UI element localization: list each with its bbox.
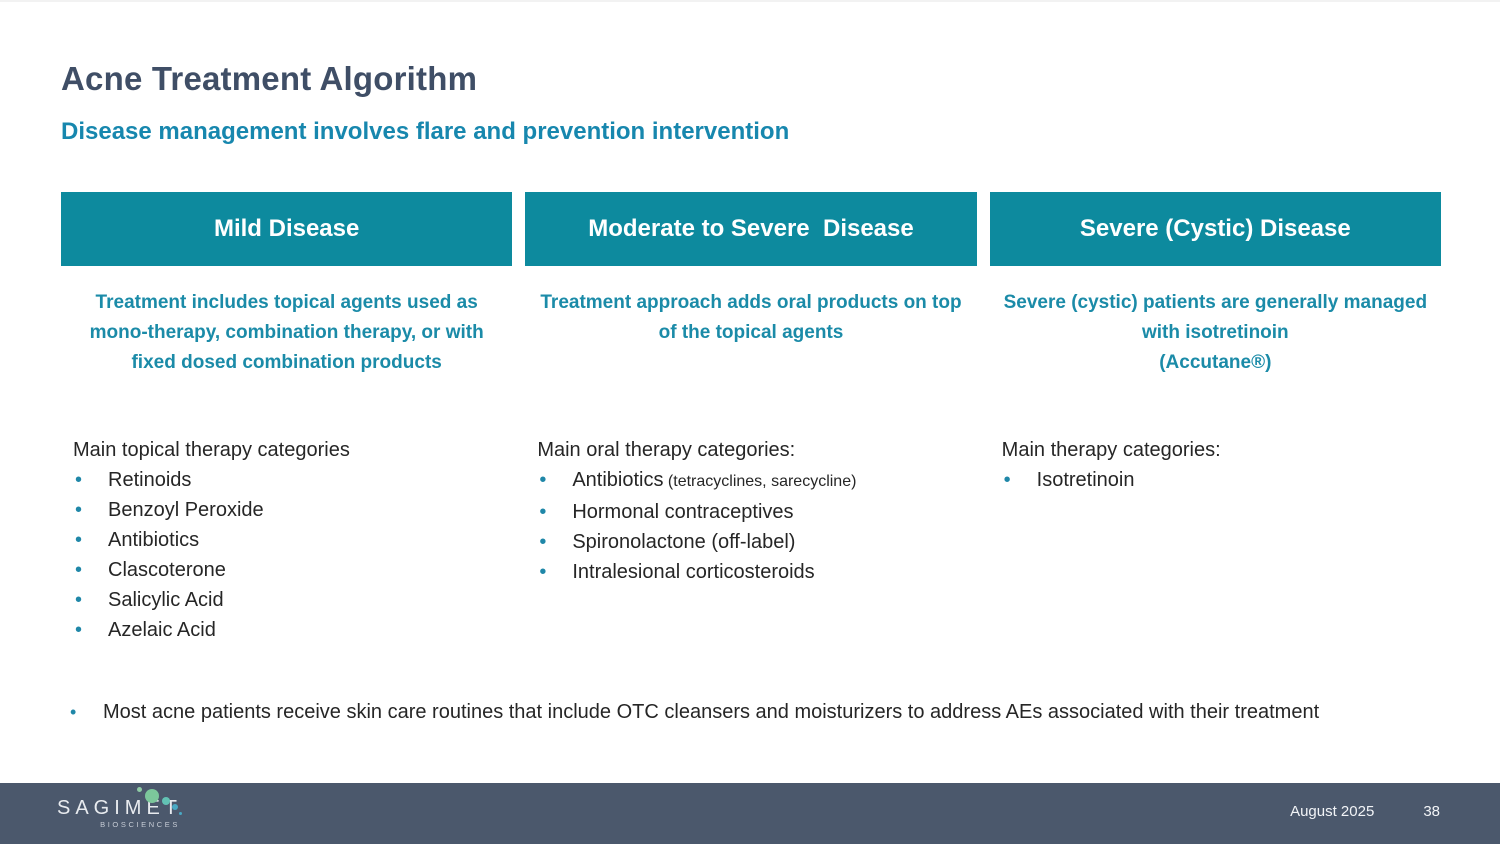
footer-date: August 2025 — [1290, 803, 1375, 820]
column-severe-cystic-disease: Severe (Cystic) Disease Severe (cystic) … — [989, 192, 1441, 642]
column-list-severe-cystic: Main therapy categories: Isotretinoin — [1002, 435, 1441, 495]
page-title: Acne Treatment Algorithm — [61, 60, 478, 97]
list-title: Main topical therapy categories — [73, 439, 350, 461]
column-header-mild: Mild Disease — [61, 192, 513, 266]
column-moderate-severe-disease: Moderate to Severe Disease Treatment app… — [525, 192, 977, 642]
page-number: 38 — [1423, 803, 1440, 820]
list-title: Main oral therapy categories: — [537, 439, 796, 461]
column-list-moderate-severe: Main oral therapy categories: Antibiotic… — [537, 435, 976, 587]
columns-container: Mild Disease Treatment includes topical … — [61, 192, 1441, 645]
bullet-list: RetinoidsBenzoyl PeroxideAntibioticsClas… — [73, 465, 512, 645]
list-item: Isotretinoin — [1002, 465, 1441, 495]
footnote: • Most acne patients receive skin care r… — [70, 698, 1425, 726]
column-mild-disease: Mild Disease Treatment includes topical … — [61, 192, 513, 645]
list-title: Main therapy categories: — [1001, 439, 1221, 461]
list-item: Salicylic Acid — [73, 585, 512, 615]
bullet-list: Isotretinoin — [1002, 465, 1441, 495]
column-description-severe-cystic: Severe (cystic) patients are generally m… — [1003, 292, 1428, 373]
list-item: Retinoids — [73, 465, 512, 495]
column-description-mild: Treatment includes topical agents used a… — [89, 292, 484, 373]
list-item: Hormonal contraceptives — [537, 497, 976, 527]
logo-wordmark: SAGIMET — [57, 797, 183, 819]
list-item: Azelaic Acid — [73, 615, 512, 645]
footnote-text: Most acne patients receive skin care rou… — [103, 701, 1320, 723]
column-header-moderate-severe: Moderate to Severe Disease — [525, 192, 977, 266]
bullet-list: Antibiotics (tetracyclines, sarecycline)… — [537, 465, 976, 587]
column-list-mild: Main topical therapy categories Retinoid… — [73, 435, 512, 645]
column-header-severe-cystic: Severe (Cystic) Disease — [989, 192, 1441, 266]
page-subtitle: Disease management involves flare and pr… — [61, 118, 790, 145]
list-item: Antibiotics (tetracyclines, sarecycline) — [537, 465, 976, 497]
list-item: Clascoterone — [73, 555, 512, 585]
list-item: Intralesional corticosteroids — [537, 557, 976, 587]
footer-meta: August 2025 38 — [1290, 803, 1440, 820]
list-item: Benzoyl Peroxide — [73, 495, 512, 525]
footnote-bullet: • — [70, 702, 77, 722]
sagimet-logo: SAGIMET BIOSCIENCES — [57, 787, 183, 829]
logo-subtext: BIOSCIENCES — [100, 820, 181, 829]
footer-bar: SAGIMET BIOSCIENCES August 2025 38 — [0, 783, 1500, 844]
column-description-moderate-severe: Treatment approach adds oral products on… — [540, 292, 962, 343]
list-item: Spironolactone (off-label) — [537, 527, 976, 557]
list-item: Antibiotics — [73, 525, 512, 555]
